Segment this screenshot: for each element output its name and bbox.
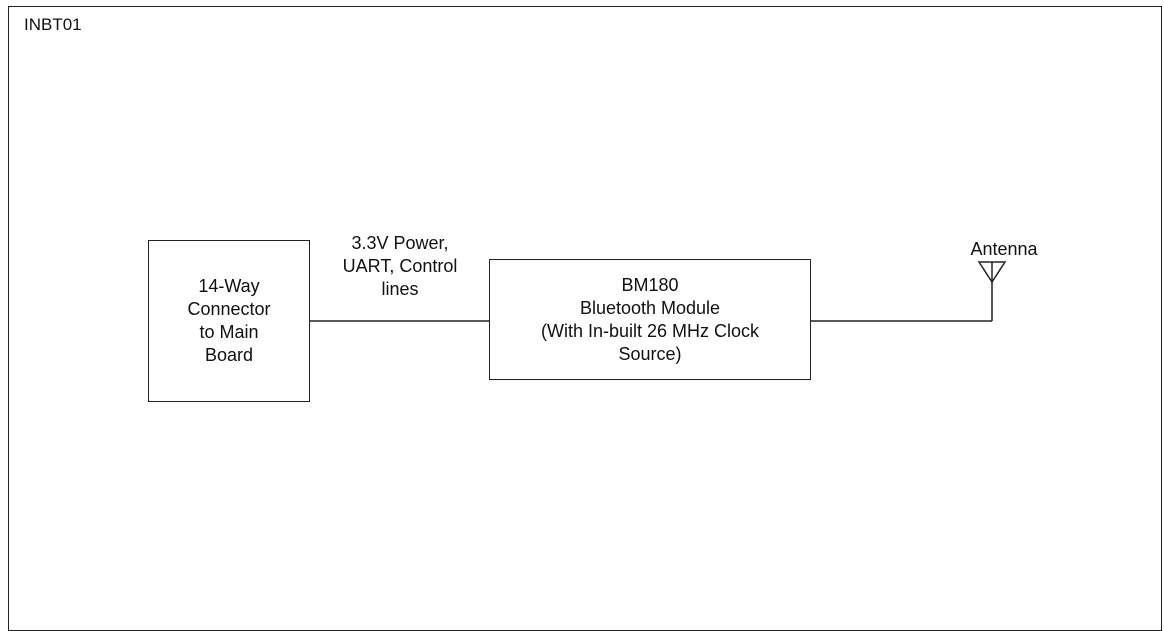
antenna-icon	[977, 261, 1007, 284]
antenna-label: Antenna	[970, 239, 1038, 259]
connection-label: 3.3V Power, UART, Control lines	[342, 233, 458, 299]
connector-block-label: 14-Way Connector to Main Board	[187, 276, 271, 365]
bluetooth-module-block: BM180 Bluetooth Module (With In-built 26…	[489, 259, 811, 380]
connector-block: 14-Way Connector to Main Board	[148, 240, 310, 402]
bluetooth-module-label: BM180 Bluetooth Module (With In-built 26…	[540, 274, 760, 364]
diagram-title: INBT01	[24, 15, 82, 34]
